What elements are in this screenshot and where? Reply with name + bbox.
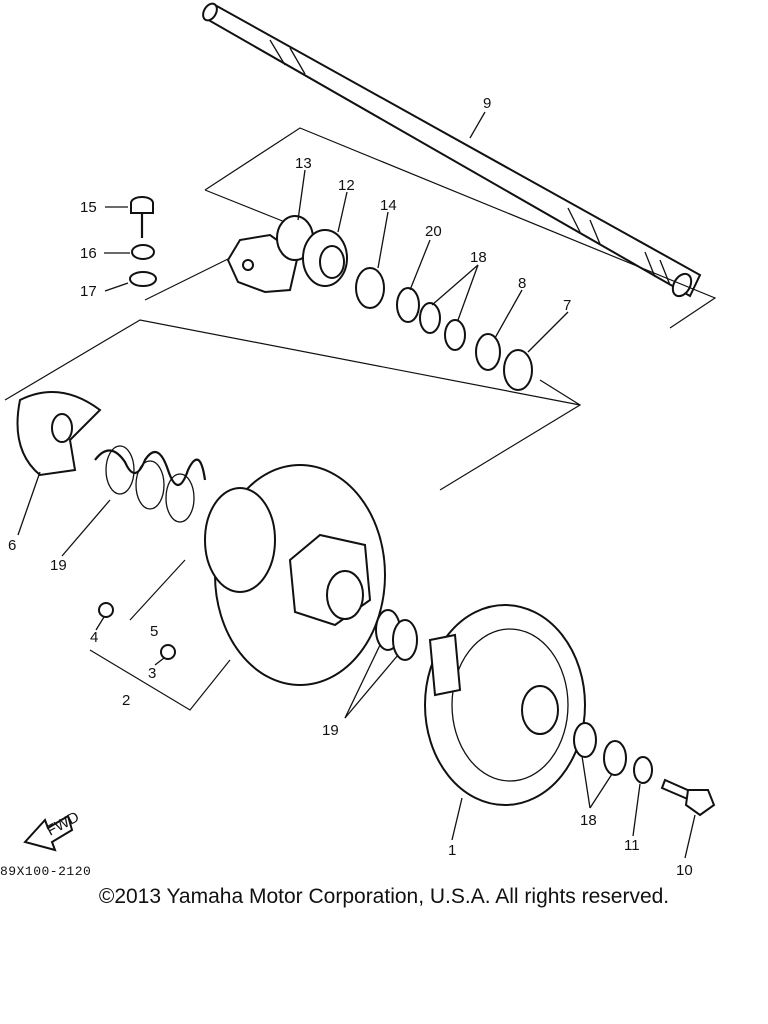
bolt — [130, 196, 154, 238]
circlip — [475, 333, 501, 371]
part-label-18-lower: 18 — [580, 812, 597, 829]
part-label-3: 3 — [148, 665, 156, 682]
exploded-view-drawing: FWD 9 13 12 14 20 18 8 7 15 16 17 6 19 4 — [4, 2, 717, 879]
front-direction-arrow: FWD — [23, 808, 82, 852]
part-label-2: 2 — [122, 692, 130, 709]
part-label-17: 17 — [80, 283, 97, 300]
upper-group-outline — [144, 127, 717, 491]
part-label-9: 9 — [483, 95, 491, 112]
diagram-code: 89X100-2120 — [0, 864, 92, 879]
hex-bolt — [660, 778, 716, 817]
small-bolt — [98, 602, 114, 618]
plain-washer — [129, 271, 157, 287]
small-bolt — [160, 644, 176, 660]
spacer — [392, 619, 418, 661]
part-label-19: 19 — [50, 557, 67, 574]
lock-washer — [131, 244, 155, 260]
copyright-notice: ©2013 Yamaha Motor Corporation, U.S.A. A… — [98, 885, 670, 908]
collar-ring — [396, 287, 420, 323]
leader-lines — [17, 111, 696, 859]
part-label-7: 7 — [563, 297, 571, 314]
part-label-12: 12 — [338, 177, 355, 194]
part-label-13: 13 — [295, 155, 312, 172]
parts-diagram: FWD 9 13 12 14 20 18 8 7 15 16 17 6 19 4 — [4, 2, 717, 879]
bearing-housing — [226, 215, 314, 294]
part-label-6: 6 — [8, 537, 16, 554]
fixed-sheave — [204, 464, 386, 686]
part-label-15: 15 — [80, 199, 97, 216]
part-label-16: 16 — [80, 245, 97, 262]
lower-group-outline — [4, 319, 581, 711]
part-label-10: 10 — [676, 862, 693, 879]
movable-sheave — [424, 604, 586, 806]
washer — [573, 722, 597, 758]
part-label-8: 8 — [518, 275, 526, 292]
part-label-5: 5 — [150, 623, 158, 640]
part-label-18-upper: 18 — [470, 249, 487, 266]
part-label-14: 14 — [380, 197, 397, 214]
washer — [419, 302, 441, 334]
circlip — [355, 267, 385, 309]
bearing — [302, 229, 348, 287]
washer — [444, 319, 466, 351]
part-label-1: 1 — [448, 842, 456, 859]
washer — [503, 349, 533, 391]
part-label-4: 4 — [90, 629, 98, 646]
cam — [16, 391, 102, 477]
spring — [94, 445, 207, 523]
part-label-21: 20 — [425, 223, 442, 240]
washer — [603, 740, 627, 776]
part-label-20: 19 — [322, 722, 339, 739]
part-label-11: 11 — [624, 837, 640, 854]
washer — [633, 756, 653, 784]
